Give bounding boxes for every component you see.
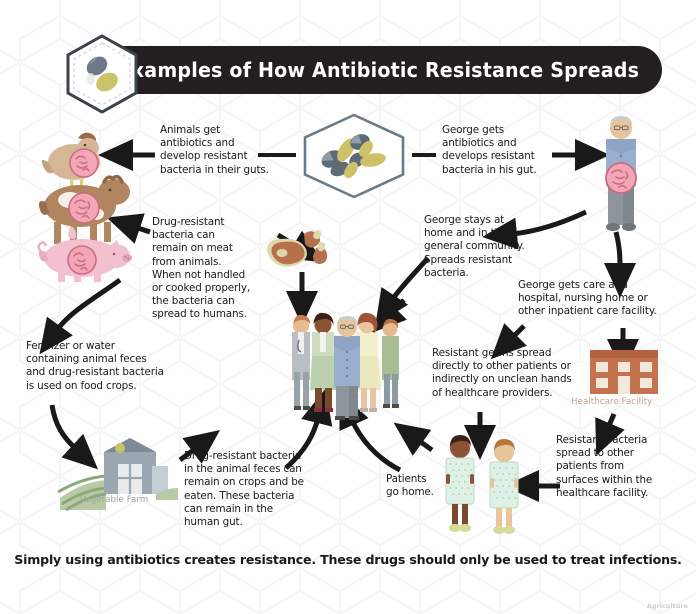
antibiotic-pills-hexagon-icon [303, 113, 405, 199]
healthcare-facility-building-icon [590, 350, 658, 394]
raw-meat-icon [267, 230, 328, 267]
bacteria-circle-pig [67, 245, 97, 275]
step-patients-go-home: Patients go home. [386, 473, 434, 499]
step-crops-bacteria: Drug-resistant bacteria in the animal fe… [184, 450, 304, 529]
step-george-gets-care: George gets care at a hospital, nursing … [518, 279, 657, 318]
bacteria-circle-cow [68, 192, 100, 224]
central-man [334, 316, 360, 420]
bacteria-circle-chicken [69, 148, 99, 178]
page-title-bar: Examples of How Antibiotic Resistance Sp… [96, 46, 662, 94]
pills-hexagon-icon [66, 34, 138, 114]
vegetable-farm-icon [57, 438, 178, 512]
step-fertilizer-water: Fertilizer or water containing animal fe… [26, 340, 164, 392]
step-george-stays-home: George stays at home and in the general … [424, 214, 525, 279]
vegetable-farm-label: Vegetable Farm [80, 495, 149, 505]
step-animals-get-antibiotics: Animals get antibiotics and develop resi… [160, 124, 269, 176]
two-patients-in-gowns-icon [445, 435, 519, 534]
chicken-icon [37, 132, 132, 282]
footer-message: Simply using antibiotics creates resista… [14, 552, 682, 567]
step-resistant-germs-spread: Resistant germs spread directly to other… [432, 347, 572, 399]
credit-label: Agriculture [646, 602, 688, 610]
step-george-gets-antibiotics: George gets antibiotics and develops res… [442, 124, 537, 176]
step-resistant-bacteria-surfaces: Resistant bacteria spread to other patie… [556, 434, 653, 499]
page-title: Examples of How Antibiotic Resistance Sp… [118, 58, 640, 82]
bacteria-circle-george [605, 162, 637, 194]
healthcare-facility-label: Healthcare Facility [571, 397, 653, 407]
step-drug-resistant-meat: Drug-resistant bacteria can remain on me… [152, 216, 251, 321]
george-person-icon [605, 116, 637, 231]
community-people-group-icon [292, 312, 399, 420]
